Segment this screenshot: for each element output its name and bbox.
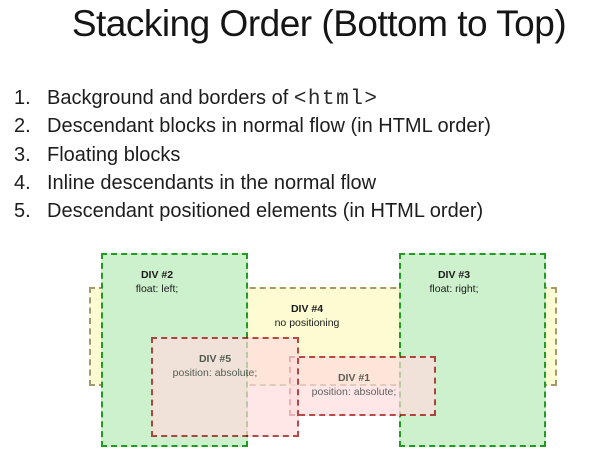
list-item-2: 2. Descendant blocks in normal flow (in …: [14, 112, 491, 140]
div1-name: DIV #1: [337, 372, 371, 384]
div5-property: position: absolute;: [172, 367, 258, 379]
div3-name: DIV #3: [437, 269, 471, 281]
div5-label: DIV #5 position: absolute;: [153, 352, 277, 380]
list-item-number: 4.: [14, 172, 31, 195]
slide-title: Stacking Order (Bottom to Top): [71, 3, 567, 44]
list-item-3: 3. Floating blocks: [14, 141, 491, 169]
list-item-4: 4. Inline descendants in the normal flow: [14, 169, 491, 197]
list-item-text: Descendant positioned elements (in HTML …: [47, 200, 484, 223]
div3-label: DIV #3 float: right;: [401, 268, 507, 296]
list-item-number: 2.: [14, 115, 31, 138]
stacking-order-list: 1. Background and borders of <html> 2. D…: [14, 84, 491, 226]
list-item-number: 3.: [14, 143, 31, 166]
list-item-text-part: Background and borders of: [47, 87, 294, 109]
div4-property: no positioning: [274, 317, 340, 329]
div3-property: float: right;: [429, 283, 479, 295]
div5-absolute-box: DIV #5 position: absolute;: [151, 337, 299, 437]
div2-name: DIV #2: [140, 269, 174, 281]
div1-property: position: absolute;: [311, 386, 397, 398]
list-item-text: Inline descendants in the normal flow: [47, 172, 377, 195]
div2-label: DIV #2 float: left;: [103, 268, 211, 296]
list-item-1: 1. Background and borders of <html>: [14, 84, 491, 112]
div4-label: DIV #4 no positioning: [232, 302, 382, 330]
div2-property: float: left;: [135, 283, 179, 295]
div3-float-right-box: DIV #3 float: right;: [399, 253, 546, 447]
div5-name: DIV #5: [198, 353, 232, 365]
list-item-number: 5.: [14, 200, 31, 223]
list-item-text: Descendant blocks in normal flow (in HTM…: [47, 115, 491, 138]
list-item-text: Background and borders of <html>: [47, 84, 378, 112]
div4-name: DIV #4: [290, 303, 324, 315]
slide: Stacking Order (Bottom to Top) 1. Backgr…: [0, 3, 600, 447]
div1-absolute-box: DIV #1 position: absolute;: [289, 356, 436, 416]
list-item-5: 5. Descendant positioned elements (in HT…: [14, 197, 491, 225]
list-item-number: 1.: [14, 87, 31, 109]
html-tag-code: <html>: [293, 88, 379, 111]
div1-label: DIV #1 position: absolute;: [291, 371, 417, 399]
list-item-text: Floating blocks: [47, 143, 181, 166]
stacking-diagram: DIV #4 no positioning DIV #2 float: left…: [0, 3, 600, 456]
